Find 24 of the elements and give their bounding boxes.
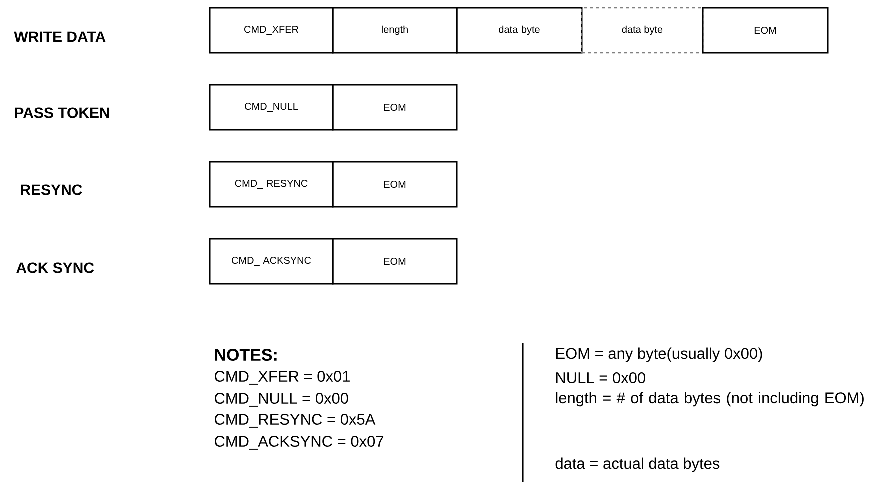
row-label: ACK SYNC [16,262,94,274]
field-cell: data byte [581,7,704,54]
field-cell: CMD_ ACKSYNC [209,238,334,285]
note-text: EOM = any byte(usually 0x00) [556,348,762,362]
note-text: CMD_NULL = 0x00 [215,393,348,407]
note-text: NULL = 0x00 [556,372,646,384]
row-label: RESYNC [21,184,82,196]
note-text: CMD_ACKSYNC = 0x07 [215,436,384,450]
note-text: CMD_RESYNC = 0x5A [215,414,376,428]
note-text: length = # of data bytes (not including EOM) [556,392,864,407]
field-cell: data byte [456,7,583,54]
row-label: WRITE DATA [14,32,106,42]
field-cell: EOM [332,238,458,285]
field-cell: CMD_ RESYNC [209,161,334,208]
field-cell: EOM [332,161,458,208]
field-cell: CMD_XFER [209,7,334,54]
field-cell: CMD_NULL [209,84,334,131]
field-cell: EOM [332,84,458,131]
note-text: data = actual data bytes [556,458,720,472]
field-cell: EOM [702,7,829,54]
row-label: PASS TOKEN [15,108,110,118]
field-cell: length [332,7,458,54]
notes-heading: NOTES: [215,348,277,362]
note-text: CMD_XFER = 0x01 [215,371,350,385]
